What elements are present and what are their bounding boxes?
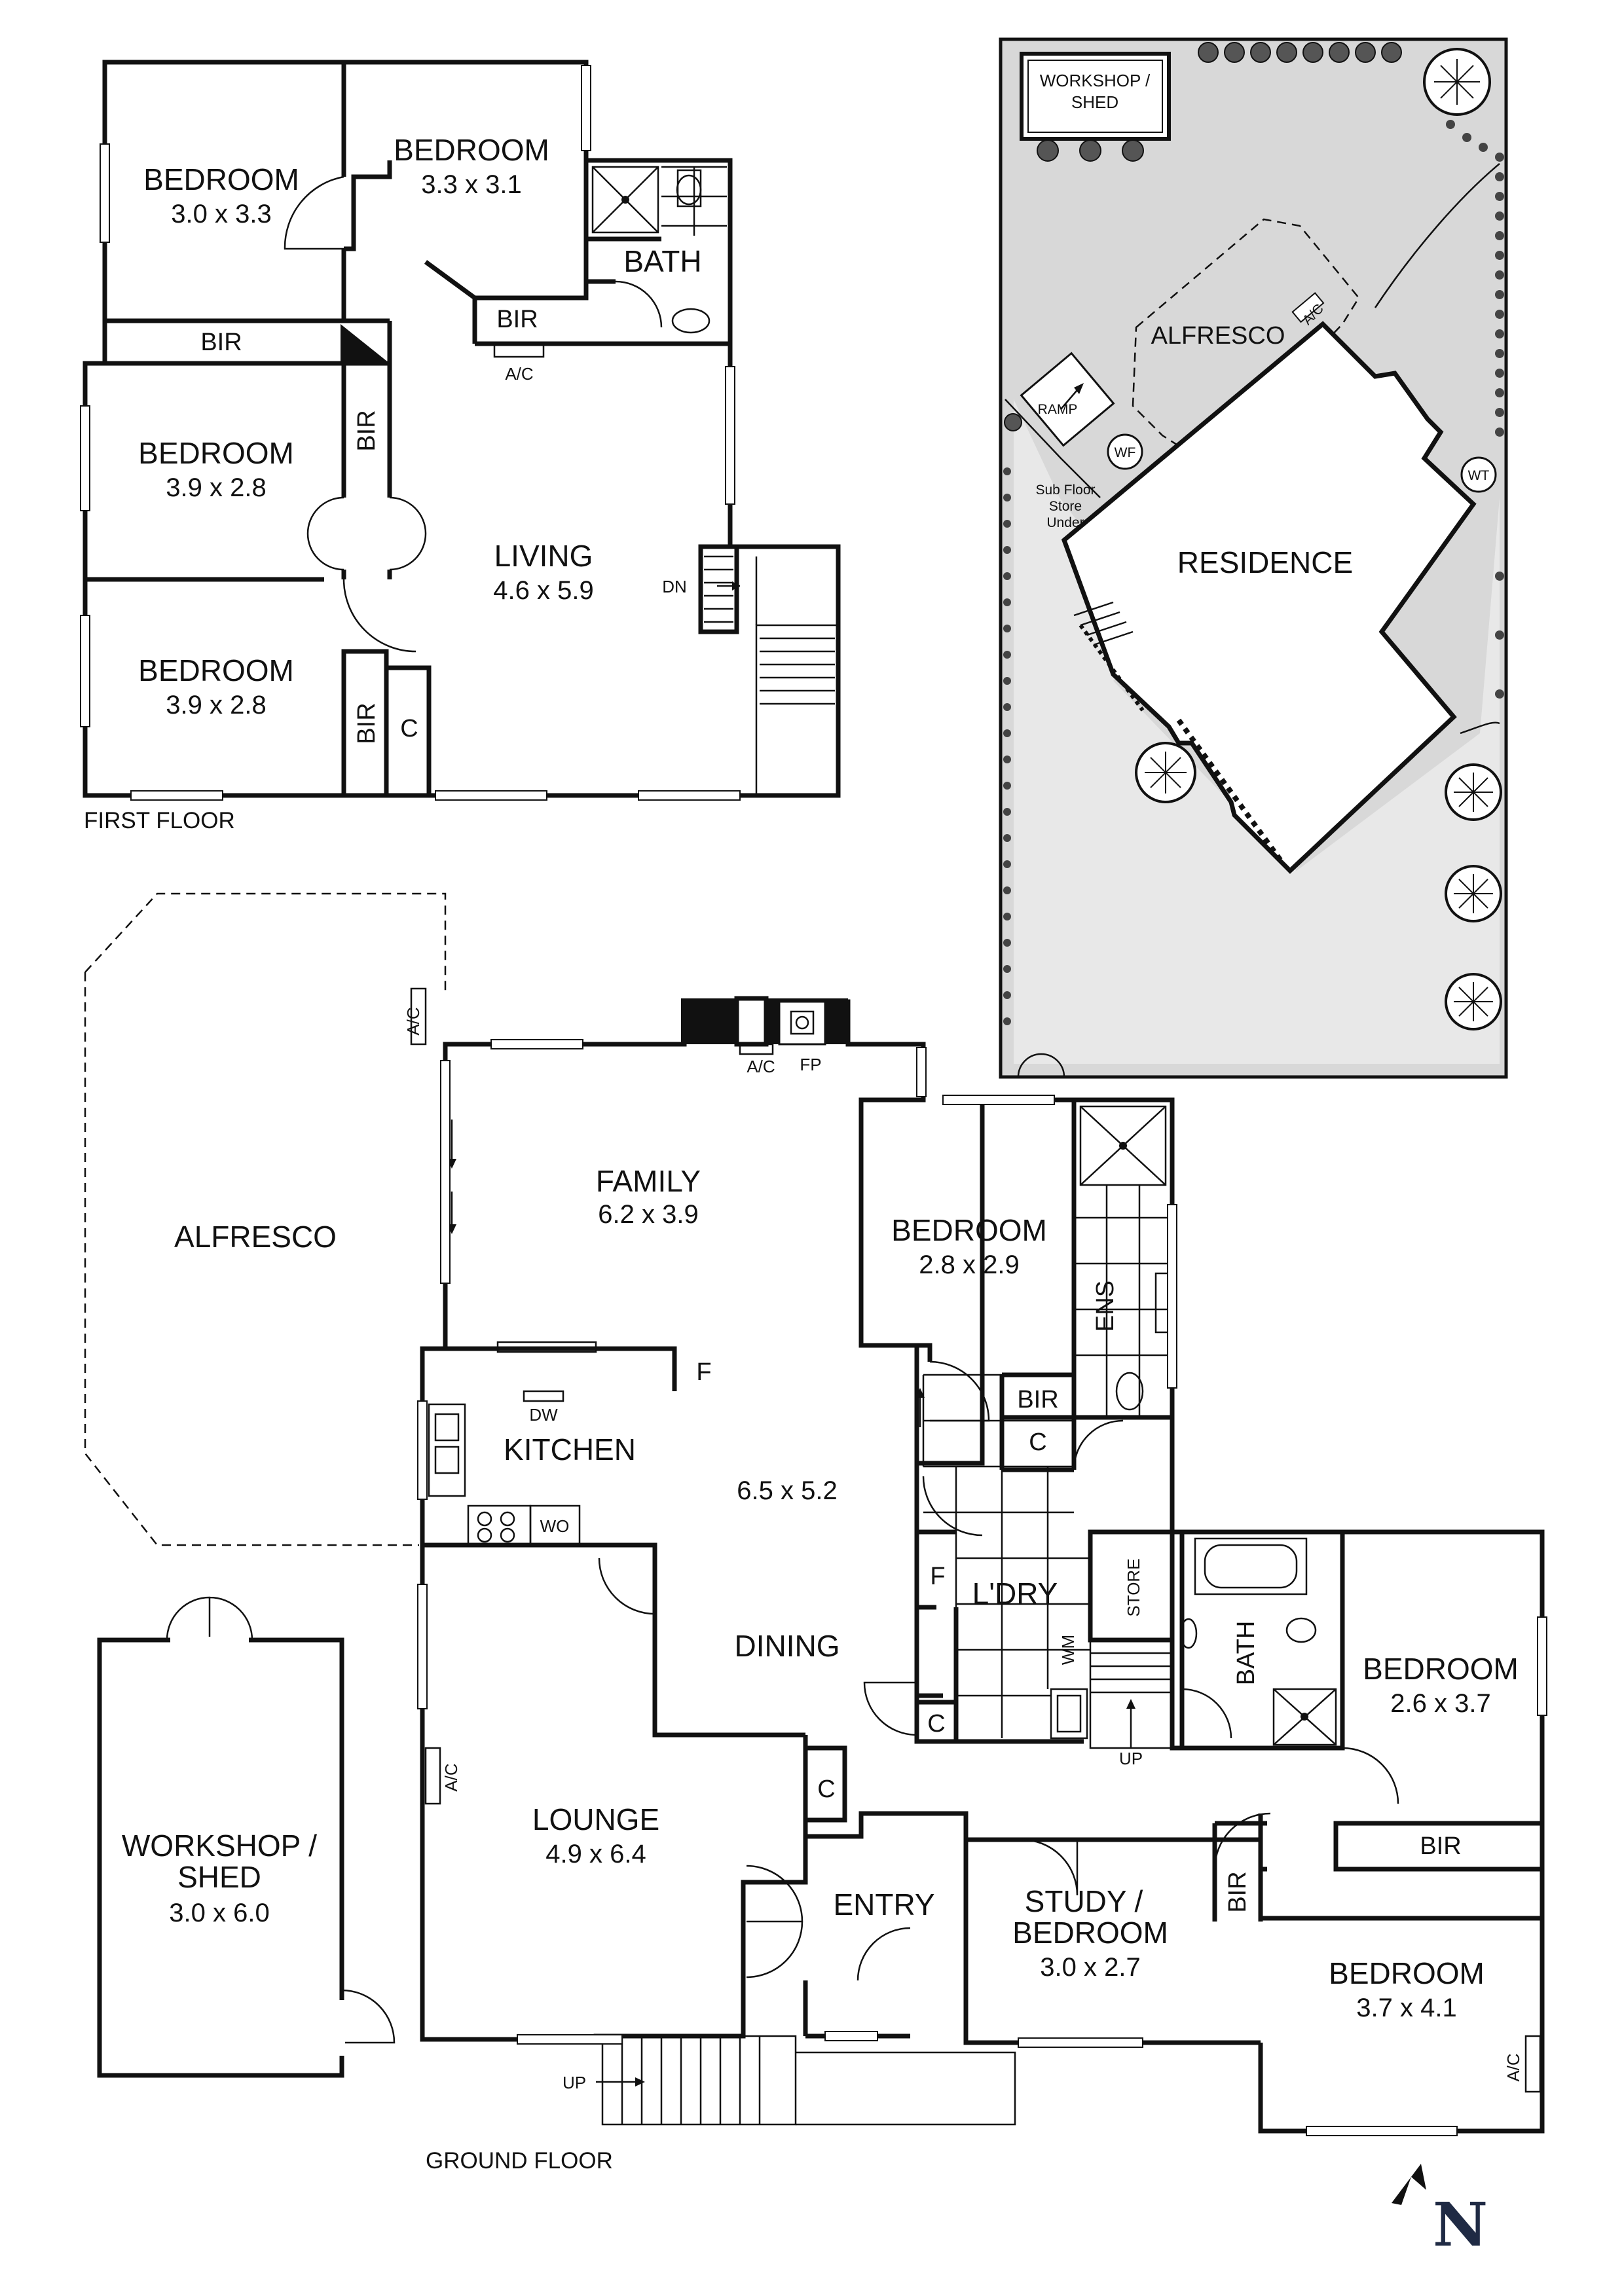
north-label: N <box>1433 2189 1488 2260</box>
bir-label: BIR <box>496 306 538 333</box>
first-floor-title: FIRST FLOOR <box>84 808 235 833</box>
north-arrow-icon: N <box>1392 2164 1488 2260</box>
fridge-label: F <box>696 1358 711 1386</box>
fp-label: FP <box>800 1055 821 1074</box>
fridge-label: F <box>930 1563 945 1590</box>
room-name: BEDROOM <box>1363 1652 1519 1686</box>
room-name: LIVING <box>494 539 593 573</box>
wm-label: WM <box>1058 1635 1078 1665</box>
room-dims: 3.9 x 2.8 <box>166 473 266 502</box>
room-dims: 3.9 x 2.8 <box>166 691 266 720</box>
laundry-label: L'DRY <box>972 1576 1058 1611</box>
bir-label: BIR <box>200 329 242 356</box>
cupboard-label: C <box>400 715 418 742</box>
alfresco-label: ALFRESCO <box>174 1220 337 1254</box>
room-dims: 3.7 x 4.1 <box>1356 1994 1456 2022</box>
site-subfloor-label: Under <box>1046 515 1084 530</box>
site-workshop-label: WORKSHOP / <box>1040 71 1151 90</box>
room-name: BEDROOM <box>138 653 294 687</box>
stair-up-label: UP <box>563 2073 586 2092</box>
room-name: BEDROOM <box>1329 1956 1485 1990</box>
room-dims: 3.0 x 2.7 <box>1040 1953 1140 1982</box>
site-wt-label: WT <box>1468 468 1490 483</box>
ac-label: A/C <box>1504 2053 1523 2081</box>
stair-up-label: UP <box>1119 1749 1143 1768</box>
room-name: LOUNGE <box>532 1802 659 1836</box>
entry-label: ENTRY <box>833 1887 934 1922</box>
ground-floor: ALFRESCO FAMILY 6.2 x 3.9 BEDROOM 2.8 x … <box>84 892 1547 2174</box>
room-dims: 3.3 x 3.1 <box>421 170 521 199</box>
room-dims: 2.8 x 2.9 <box>919 1250 1019 1279</box>
site-wf-label: WF <box>1115 445 1136 460</box>
store-label: STORE <box>1124 1558 1143 1616</box>
residence-building <box>1061 321 1477 874</box>
room-dims: 2.6 x 3.7 <box>1390 1689 1490 1718</box>
cupboard-label: C <box>927 1710 945 1738</box>
bath-label: BATH <box>1232 1621 1260 1686</box>
site-plan: WORKSHOP / SHED ALFRESCO RESIDENCE RAMP … <box>999 37 1508 1079</box>
site-residence-label: RESIDENCE <box>1177 545 1353 579</box>
site-workshop-label: SHED <box>1071 92 1118 112</box>
ground-floor-title: GROUND FLOOR <box>426 2148 613 2174</box>
bir-label: BIR <box>1017 1386 1058 1413</box>
room-name: FAMILY <box>596 1164 701 1198</box>
room-name: BEDROOM <box>891 1213 1047 1247</box>
ac-label: A/C <box>505 364 533 384</box>
room-name: BEDROOM <box>1012 1916 1168 1950</box>
room-name: KITCHEN <box>504 1432 636 1467</box>
ac-label: A/C <box>747 1057 775 1076</box>
dw-label: DW <box>529 1405 558 1425</box>
wo-label: WO <box>540 1516 570 1536</box>
room-dims: 6.2 x 3.9 <box>598 1200 698 1229</box>
site-alfresco-label: ALFRESCO <box>1151 322 1285 350</box>
room-name: SHED <box>177 1860 261 1894</box>
room-dims: 6.5 x 5.2 <box>737 1476 837 1505</box>
ac-label: A/C <box>441 1763 461 1791</box>
bir-label: BIR <box>1420 1832 1461 1860</box>
room-name: BEDROOM <box>394 133 549 167</box>
site-ramp-label: RAMP <box>1038 402 1078 417</box>
stair-down-label: DN <box>662 577 687 596</box>
room-name: DINING <box>735 1629 840 1663</box>
bir-label: BIR <box>353 702 380 744</box>
room-dims: 4.9 x 6.4 <box>545 1840 646 1868</box>
room-name: BEDROOM <box>138 436 294 470</box>
room-name: WORKSHOP / <box>122 1829 317 1863</box>
ensuite-label: ENS <box>1092 1281 1119 1332</box>
room-dims: 3.0 x 3.3 <box>171 200 271 228</box>
first-floor: BEDROOM 3.0 x 3.3 BEDROOM 3.3 x 3.1 BEDR… <box>80 60 841 833</box>
cupboard-label: C <box>817 1776 835 1803</box>
bath-label: BATH <box>623 244 701 278</box>
room-name: STUDY / <box>1025 1884 1143 1918</box>
ac-label: A/C <box>403 1007 423 1035</box>
room-dims: 4.6 x 5.9 <box>493 576 593 605</box>
cupboard-label: C <box>1029 1429 1046 1456</box>
site-subfloor-label: Sub Floor <box>1035 483 1095 498</box>
bir-label: BIR <box>1224 1871 1251 1912</box>
bir-label: BIR <box>353 410 380 451</box>
site-subfloor-label: Store <box>1049 499 1082 514</box>
room-dims: 3.0 x 6.0 <box>169 1899 269 1927</box>
room-name: BEDROOM <box>143 162 299 196</box>
